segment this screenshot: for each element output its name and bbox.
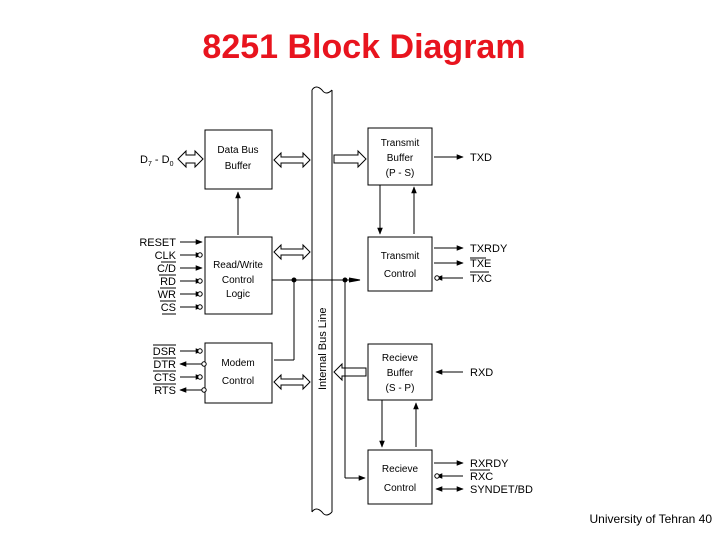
tx-control-pins: TXRDY TXE TXC [434,243,508,285]
pin-reset: RESET [139,237,176,249]
pin-rts: RTS [154,385,176,397]
transmit-control-line-1: Transmit [381,251,420,262]
data-bus-buffer-block: Data Bus Buffer [204,129,273,190]
read-write-control-block: Read/Write Control Logic [204,236,273,315]
data-buffer-to-bus-arrow [273,151,311,169]
modem-control-line-2: Control [222,376,254,387]
internal-bus-line: Internal Bus Line [311,86,333,516]
slide-title: 8251 Block Diagram [202,28,526,66]
read-write-line-3: Logic [226,289,250,300]
modem-pins: DSR DTR CTS RTS [153,344,207,397]
rx-control-pins: RXRDY RXC SYNDET/BD [434,458,533,496]
footer: University of Tehran 40 [589,512,712,526]
bus-label: Internal Bus Line [317,307,329,390]
pin-cts: CTS [154,372,176,384]
pin-dsr: DSR [153,346,176,358]
receive-control-line-2: Control [384,483,416,494]
pin-txe: TXE [470,258,491,270]
receive-buffer-to-bus-arrow [333,362,367,382]
pin-txc: TXC [470,273,492,285]
transmit-control-block: Transmit Control [367,236,433,292]
pin-rd: RD [160,276,176,288]
pin-cd: C/D [157,263,176,275]
rw-pins: RESET CLK C/D RD WR CS [139,237,203,315]
pin-syndet: SYNDET/BD [470,484,533,496]
pin-txrdy: TXRDY [470,243,508,255]
modem-control-to-bus-arrow [273,373,311,391]
read-write-line-2: Control [222,275,254,286]
transmit-buffer-line-3: (P - S) [386,168,415,179]
modem-control-block: Modem Control [204,342,273,404]
transmit-control-line-2: Control [384,269,416,280]
d-bus-arrow [177,149,204,169]
data-pins-label: D7 - D0 [140,154,174,168]
pin-cs: CS [161,302,176,314]
rw-control-to-bus-arrow [273,243,311,261]
rxd-input: RXD [435,367,493,379]
pin-rxd: RXD [470,367,493,379]
pin-rxrdy: RXRDY [470,458,509,470]
data-bus-buffer-line-2: Buffer [225,161,252,172]
transmit-buffer-line-2: Buffer [387,153,414,164]
transmit-buffer-block: Transmit Buffer (P - S) [367,127,433,186]
modem-control-line-1: Modem [221,358,254,369]
pin-dtr: DTR [153,359,176,371]
internal-connections [235,185,419,481]
pin-txd: TXD [470,152,492,164]
transmit-buffer-line-1: Transmit [381,138,420,149]
pin-wr: WR [158,289,176,301]
bus-to-transmit-buffer-arrow [333,149,367,169]
txd-output: TXD [434,152,492,164]
read-write-line-1: Read/Write [213,260,263,271]
pin-rxc: RXC [470,471,493,483]
data-bus-buffer-line-1: Data Bus [217,145,258,156]
receive-buffer-line-1: Recieve [382,353,419,364]
receive-control-block: Recieve Control [367,449,433,505]
receive-buffer-line-2: Buffer [387,368,414,379]
receive-buffer-line-3: (S - P) [386,383,415,394]
pin-clk: CLK [155,250,177,262]
receive-control-line-1: Recieve [382,464,419,475]
receive-buffer-block: Recieve Buffer (S - P) [367,343,433,401]
